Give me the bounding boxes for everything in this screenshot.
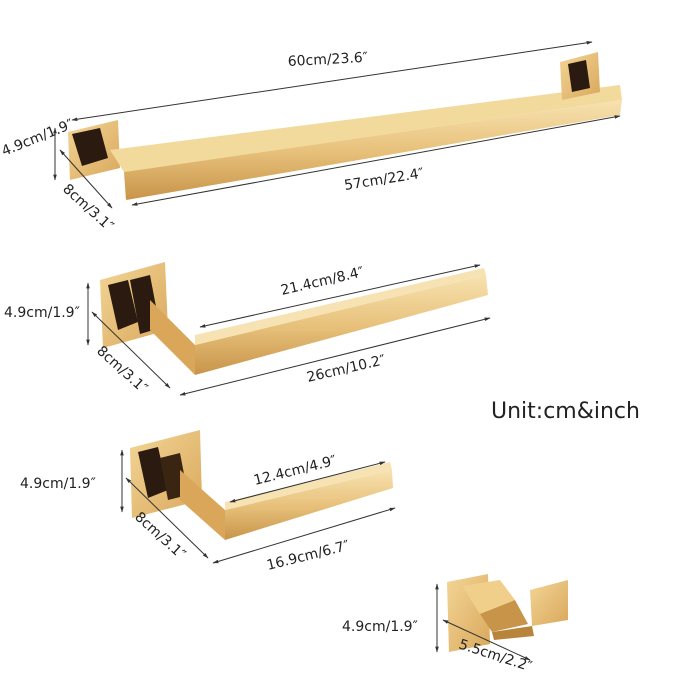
robe-hook: 4.9cm/1.9″ 5.5cm/2.2″ — [342, 574, 568, 675]
ring-bar-height: 4.9cm/1.9″ — [4, 305, 80, 321]
hook-height: 4.9cm/1.9″ — [342, 619, 418, 635]
towel-bar: 60cm/23.6″ 57cm/22.4″ 4.9cm/1.9″ 8cm/3.1… — [0, 41, 622, 235]
toilet-paper-holder: 12.4cm/4.9″ 16.9cm/6.7″ 4.9cm/1.9″ 8cm/3… — [20, 430, 396, 574]
unit-label: Unit:cm&inch — [491, 399, 640, 424]
towel-ring-bar: 21.4cm/8.4″ 26cm/10.2″ 4.9cm/1.9″ 8cm/3.… — [4, 262, 491, 397]
towel-bar-total-length: 60cm/23.6″ — [287, 50, 368, 70]
ring-bar-total-length: 26cm/10.2″ — [305, 352, 387, 386]
towel-bar-depth: 8cm/3.1″ — [59, 181, 116, 235]
ring-bar-depth: 8cm/3.1″ — [93, 343, 150, 397]
hook-depth: 5.5cm/2.2″ — [457, 637, 534, 676]
tp-holder-height: 4.9cm/1.9″ — [20, 476, 96, 492]
tp-holder-depth: 8cm/3.1″ — [131, 509, 188, 563]
towel-bar-bar-length: 57cm/22.4″ — [343, 166, 425, 194]
towel-bar-height: 4.9cm/1.9″ — [0, 116, 76, 159]
